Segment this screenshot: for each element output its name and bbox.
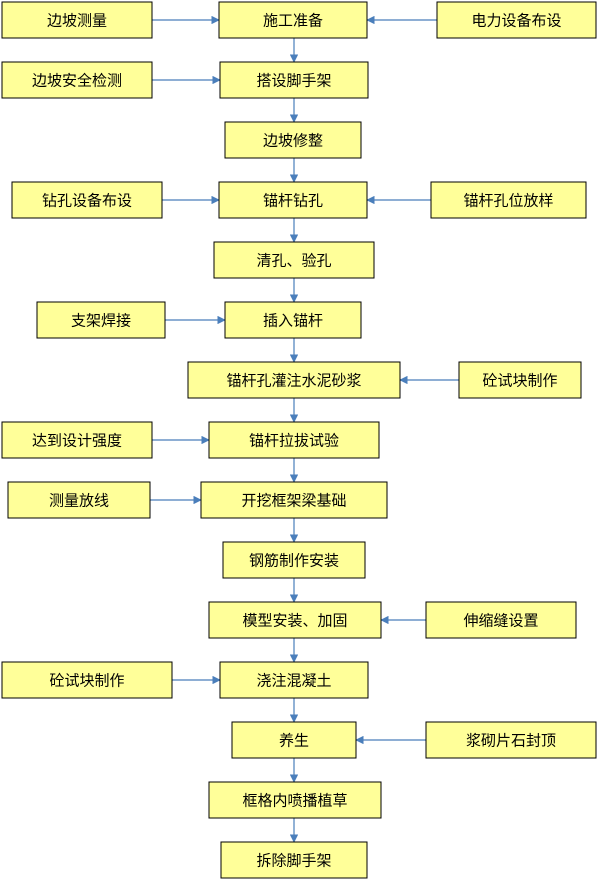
flow-node-box — [219, 61, 369, 99]
flow-node-l7: 砼试块制作 — [1, 661, 173, 699]
flow-node-box — [430, 181, 587, 219]
flow-node-n9: 开挖框架梁基础 — [200, 481, 388, 519]
flow-node-box — [224, 121, 362, 159]
flow-node-label: 伸缩缝设置 — [463, 612, 538, 630]
flow-node-l2: 边坡安全检测 — [1, 61, 153, 99]
flow-node-label: 边坡安全检测 — [32, 72, 122, 90]
flow-node-label: 浆砌片石封顶 — [466, 732, 556, 750]
flow-node-r2: 锚杆孔位放样 — [430, 181, 587, 219]
flow-node-box — [1, 661, 173, 699]
flow-node-label: 清孔、验孔 — [256, 252, 331, 270]
flow-node-box — [220, 841, 368, 879]
flow-node-label: 施工准备 — [263, 12, 323, 30]
flow-node-box — [224, 301, 362, 339]
flow-node-label: 测量放线 — [49, 492, 109, 510]
flow-node-label: 钢筋制作安装 — [249, 552, 339, 570]
flow-node-n1: 施工准备 — [218, 1, 368, 39]
flow-node-r3: 砼试块制作 — [458, 361, 582, 399]
flow-node-r5: 浆砌片石封顶 — [425, 721, 597, 759]
flow-node-l3: 钻孔设备布设 — [11, 181, 163, 219]
flow-node-n15: 拆除脚手架 — [220, 841, 368, 879]
flow-node-box — [11, 181, 163, 219]
flow-node-label: 边坡测量 — [47, 12, 107, 30]
flow-node-box — [425, 721, 597, 759]
flow-node-n6: 插入锚杆 — [224, 301, 362, 339]
flow-node-label: 锚杆拉拔试验 — [249, 432, 339, 450]
flow-node-box — [222, 541, 366, 579]
flow-node-label: 电力设备布设 — [471, 12, 561, 30]
flow-node-n14: 框格内喷播植草 — [208, 781, 382, 819]
flow-node-n2: 搭设脚手架 — [219, 61, 369, 99]
flow-node-box — [208, 421, 380, 459]
flow-node-r4: 伸缩缝设置 — [425, 601, 577, 639]
flow-node-box — [213, 241, 375, 279]
flow-node-n13: 养生 — [231, 721, 357, 759]
flow-node-label: 边坡修整 — [263, 132, 323, 150]
flow-node-l1: 边坡测量 — [1, 1, 153, 39]
flow-node-label: 锚杆钻孔 — [263, 192, 323, 210]
flow-node-l4: 支架焊接 — [36, 301, 166, 339]
flow-node-box — [425, 601, 577, 639]
flow-node-label: 养生 — [279, 732, 309, 750]
flow-node-box — [208, 781, 382, 819]
flow-arrows — [150, 15, 459, 843]
flow-node-label: 达到设计强度 — [32, 432, 122, 450]
flow-node-box — [436, 1, 597, 39]
flow-node-box — [36, 301, 166, 339]
flow-node-label: 砼试块制作 — [49, 672, 124, 690]
flow-node-n8: 锚杆拉拔试验 — [208, 421, 380, 459]
flow-node-box — [187, 361, 401, 399]
flow-node-box — [218, 181, 368, 219]
flow-node-l5: 达到设计强度 — [1, 421, 153, 459]
flow-node-label: 拆除脚手架 — [256, 852, 331, 870]
flow-node-r1: 电力设备布设 — [436, 1, 597, 39]
flow-node-label: 浇注混凝土 — [256, 672, 331, 690]
flow-node-n10: 钢筋制作安装 — [222, 541, 366, 579]
flow-node-n12: 浇注混凝土 — [219, 661, 369, 699]
flow-node-label: 框格内喷播植草 — [242, 792, 347, 810]
flow-node-box — [1, 1, 153, 39]
flow-node-n5: 清孔、验孔 — [213, 241, 375, 279]
flow-node-box — [219, 661, 369, 699]
flow-node-box — [218, 1, 368, 39]
flow-node-label: 锚杆孔灌注水泥砂浆 — [226, 372, 361, 390]
flow-node-box — [200, 481, 388, 519]
flow-node-box — [458, 361, 582, 399]
flow-node-n11: 模型安装、加固 — [208, 601, 382, 639]
flow-node-box — [1, 61, 153, 99]
flow-node-label: 模型安装、加固 — [242, 612, 347, 630]
flow-node-label: 钻孔设备布设 — [42, 192, 132, 210]
flow-node-l6: 测量放线 — [7, 481, 151, 519]
flow-node-label: 搭设脚手架 — [256, 72, 331, 90]
flow-node-label: 锚杆孔位放样 — [463, 192, 553, 210]
flow-node-label: 开挖框架梁基础 — [241, 492, 346, 510]
flow-node-box — [7, 481, 151, 519]
flow-node-n4: 锚杆钻孔 — [218, 181, 368, 219]
flow-node-label: 插入锚杆 — [263, 312, 323, 330]
flow-node-box — [231, 721, 357, 759]
flow-node-label: 砼试块制作 — [482, 372, 557, 390]
flow-node-box — [1, 421, 153, 459]
flow-node-label: 支架焊接 — [71, 312, 131, 330]
flow-node-box — [208, 601, 382, 639]
flow-node-n7: 锚杆孔灌注水泥砂浆 — [187, 361, 401, 399]
flow-node-n3: 边坡修整 — [224, 121, 362, 159]
